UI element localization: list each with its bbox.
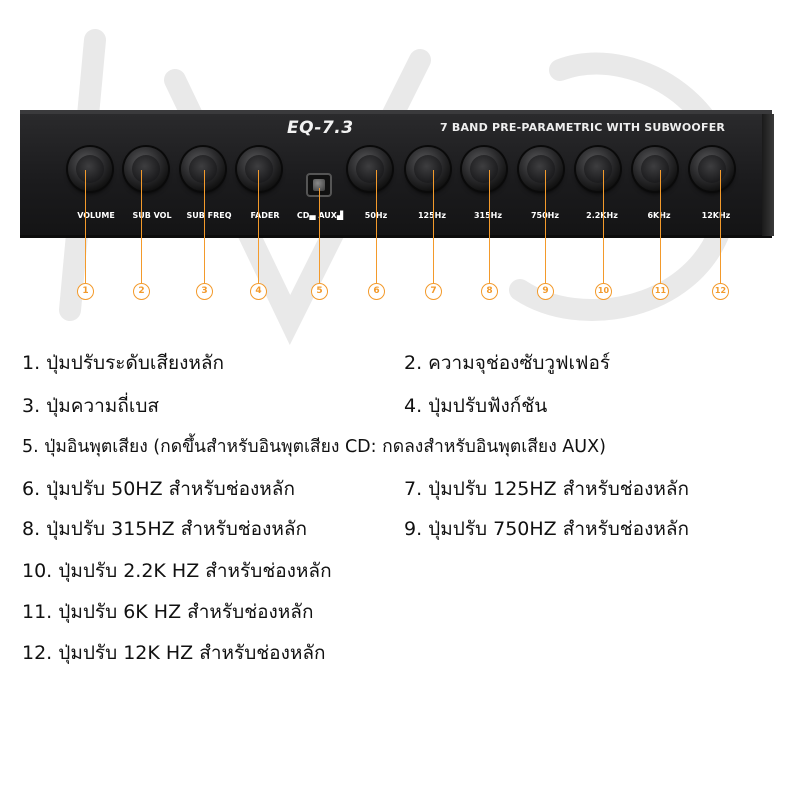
leader-line [603, 170, 604, 283]
callout-12: 12 [712, 283, 729, 300]
sub-freq-knob[interactable] [181, 147, 225, 191]
panel-side-edge [762, 114, 774, 236]
callout-6: 6 [368, 283, 385, 300]
label-volume: VOLUME [77, 211, 115, 220]
leader-line [489, 170, 490, 283]
legend-item-5: 5. ปุ่มอินพุตเสียง (กดขึ้นสำหรับอินพุตเส… [22, 437, 606, 457]
legend-item-4: 4. ปุ่มปรับฟังก์ชัน [404, 395, 548, 417]
callout-11: 11 [652, 283, 669, 300]
band-title: 7 BAND PRE-PARAMETRIC WITH SUBWOOFER [440, 121, 726, 134]
callout-3: 3 [196, 283, 213, 300]
knob-2-2khz[interactable] [576, 147, 620, 191]
knob-315hz[interactable] [462, 147, 506, 191]
callout-1: 1 [77, 283, 94, 300]
leader-line [376, 170, 377, 283]
knob-50hz[interactable] [348, 147, 392, 191]
leader-line [720, 170, 721, 283]
label-sub-freq: SUB FREQ [186, 211, 232, 220]
volume-knob[interactable] [68, 147, 112, 191]
callout-9: 9 [537, 283, 554, 300]
leader-line [141, 170, 142, 283]
legend-item-11: 11. ปุ่มปรับ 6K HZ สำหรับช่องหลัก [22, 601, 314, 623]
callout-8: 8 [481, 283, 498, 300]
legend-item-3: 3. ปุ่มความถี่เบส [22, 395, 159, 417]
label-2-2khz: 2.2KHz [586, 211, 618, 220]
fader-knob[interactable] [237, 147, 281, 191]
label-125hz: 125Hz [417, 211, 447, 220]
legend-item-7: 7. ปุ่มปรับ 125HZ สำหรับช่องหลัก [404, 478, 690, 500]
callout-7: 7 [425, 283, 442, 300]
legend-item-10: 10. ปุ่มปรับ 2.2K HZ สำหรับช่องหลัก [22, 560, 332, 582]
leader-line [204, 170, 205, 283]
label-fader: FADER [250, 211, 280, 220]
label-cd-aux: CD▄ AUX▟ [296, 211, 344, 220]
legend-item-6: 6. ปุ่มปรับ 50HZ สำหรับช่องหลัก [22, 478, 295, 500]
knob-6khz[interactable] [633, 147, 677, 191]
legend-item-8: 8. ปุ่มปรับ 315HZ สำหรับช่องหลัก [22, 518, 308, 540]
callout-10: 10 [595, 283, 612, 300]
switch-button[interactable] [313, 179, 325, 191]
model-name: EQ-7.3 [287, 118, 354, 138]
label-315hz: 315Hz [473, 211, 503, 220]
leader-line [660, 170, 661, 283]
label-sub-vol: SUB VOL [132, 211, 172, 220]
leader-line [85, 170, 86, 283]
leader-line [433, 170, 434, 283]
sub-vol-knob[interactable] [124, 147, 168, 191]
leader-line [545, 170, 546, 283]
legend-item-9: 9. ปุ่มปรับ 750HZ สำหรับช่องหลัก [404, 518, 690, 540]
callout-4: 4 [250, 283, 267, 300]
callout-5: 5 [311, 283, 328, 300]
legend-item-12: 12. ปุ่มปรับ 12K HZ สำหรับช่องหลัก [22, 642, 326, 664]
callout-2: 2 [133, 283, 150, 300]
leader-line [319, 188, 320, 283]
leader-line [258, 170, 259, 283]
knob-125hz[interactable] [406, 147, 450, 191]
knob-12khz[interactable] [690, 147, 734, 191]
label-12khz: 12KHz [701, 211, 731, 220]
label-6khz: 6KHz [647, 211, 671, 220]
knob-750hz[interactable] [519, 147, 563, 191]
legend-item-1: 1. ปุ่มปรับระดับเสียงหลัก [22, 352, 225, 374]
legend-item-2: 2. ความจุช่องซับวูฟเฟอร์ [404, 352, 611, 374]
